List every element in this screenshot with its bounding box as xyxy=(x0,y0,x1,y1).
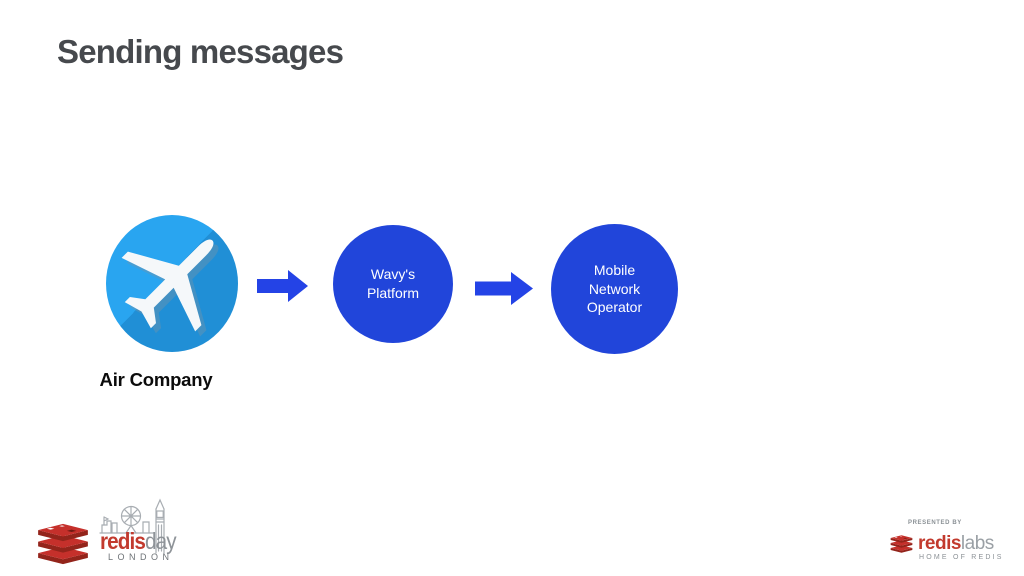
node-line: Wavy's xyxy=(370,266,416,283)
london-skyline-icon xyxy=(99,498,165,554)
redisday-word-gray: day xyxy=(144,528,177,554)
airplane-icon xyxy=(106,215,238,352)
home-of-redis-label: HOME OF REDIS xyxy=(919,554,1004,561)
redis-cube-icon xyxy=(890,535,913,553)
node-line: Platform xyxy=(366,285,420,301)
redislabs-word-gray: labs xyxy=(960,533,994,554)
redis-cube-icon xyxy=(38,523,88,565)
node-line: Network xyxy=(588,280,641,297)
redisday-word-red: redis xyxy=(100,528,146,554)
arrow-right-icon xyxy=(257,270,308,302)
redislabs-wordmark: redislabs xyxy=(918,534,994,553)
arrow-right-icon xyxy=(475,272,533,305)
node-wavys-platform: Wavy's Platform xyxy=(333,225,453,343)
london-label: LONDON xyxy=(108,552,174,562)
node-line: Operator xyxy=(586,299,643,316)
air-company-label: Air Company xyxy=(99,369,213,390)
node-line: Mobile xyxy=(593,261,636,278)
node-mobile-network-operator: Mobile Network Operator xyxy=(551,224,678,354)
slide-title: Sending messages xyxy=(57,33,344,70)
presented-by-label: PRESENTED BY xyxy=(908,520,962,526)
redisday-wordmark: redisday xyxy=(100,528,177,554)
redislabs-word-red: redis xyxy=(918,533,961,554)
